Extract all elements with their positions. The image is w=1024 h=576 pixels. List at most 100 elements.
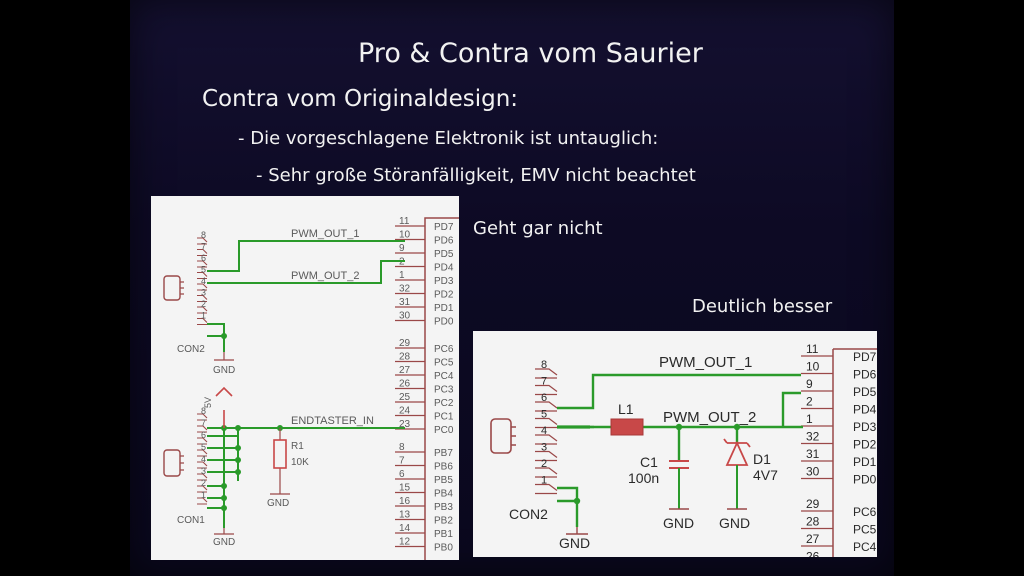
connector-pin-number: 8 (201, 406, 206, 416)
connector-pin (535, 434, 558, 445)
connector-pin (197, 437, 208, 445)
mcu-pin-name: PC5 (434, 358, 454, 369)
connector-pin (197, 283, 208, 291)
connector-pin-number: 2 (201, 478, 206, 488)
connector-pin-number: 6 (201, 430, 206, 440)
mcu-pin-name: PD3 (853, 420, 877, 434)
mcu-pin-number: 29 (806, 497, 820, 511)
connector-pin-number: 1 (201, 490, 206, 500)
mcu-pin-name: PB1 (434, 529, 453, 540)
bullet-2: - Sehr große Störanfälligkeit, EMV nicht… (256, 165, 696, 186)
connector-pin-number: 4 (201, 276, 206, 286)
connector-pin (197, 260, 208, 268)
mcu-pin-name: PC2 (434, 398, 454, 409)
mcu-pin-name: PD0 (434, 317, 454, 328)
mcu-pin-number: 11 (806, 342, 819, 356)
connector-pin-number: 4 (541, 425, 547, 437)
mcu-pin-name: PB5 (434, 475, 453, 486)
mcu-pin-name: PB6 (434, 462, 453, 473)
mcu-pin-name: PC4 (434, 371, 454, 382)
c1-name: C1 (640, 454, 658, 470)
r1-value: 10K (291, 457, 309, 468)
mcu-pin-number: 10 (806, 360, 820, 374)
connector-pin (197, 413, 208, 421)
connector-pin (535, 384, 558, 396)
connector-pin-number: 7 (541, 376, 547, 388)
connector-pin-number: 3 (201, 288, 206, 298)
mcu-pin-name: PD0 (853, 473, 877, 487)
connector-pin (197, 294, 208, 303)
c1-value: 100n (628, 470, 659, 486)
mcu-pin-number: 7 (399, 456, 405, 467)
gnd-label-2: GND (213, 537, 235, 548)
gnd-label-d1: GND (719, 515, 750, 531)
mcu-pin-number: 10 (399, 230, 411, 241)
connector-pin (535, 368, 558, 379)
connector-pin-number: 2 (201, 299, 206, 309)
mcu-pin-name: PD6 (434, 236, 454, 247)
connector-pin-number: 8 (541, 359, 547, 371)
mcu-pin-number: 1 (399, 270, 405, 281)
mcu-pin-number: 30 (806, 465, 820, 479)
d1-value: 4V7 (753, 467, 778, 483)
gnd-label-3: GND (267, 498, 289, 509)
connector-pin-number: 5 (201, 442, 206, 452)
connector-pin (197, 485, 208, 493)
label-bad: Geht gar nicht (473, 218, 603, 239)
mcu-pin-number: 31 (399, 297, 411, 308)
connector-pin-number: 8 (201, 230, 206, 240)
r1-name: R1 (291, 441, 304, 452)
mcu-pin-number: 27 (399, 365, 411, 376)
mcu-pin-name: PC4 (853, 540, 877, 554)
net-pwm2-label: PWM_OUT_2 (663, 409, 756, 426)
connector-pin (535, 417, 558, 429)
net-endtaster-label: ENDTASTER_IN (291, 415, 374, 427)
connector-pin (535, 467, 558, 478)
mcu-pin-name: PB3 (434, 502, 453, 513)
d1-name: D1 (753, 451, 771, 467)
mcu-pin-number: 25 (399, 392, 411, 403)
slide-heading: Contra vom Originaldesign: (202, 86, 519, 112)
mcu-pin-number: 24 (399, 406, 411, 417)
schematic-original-drawing: 1110921323130292827262524238761516131412… (163, 216, 459, 560)
mcu-pin-name: PB7 (434, 448, 453, 459)
con2-label: CON2 (177, 344, 205, 355)
mcu-pin-number: 9 (806, 377, 813, 391)
l1-label: L1 (618, 401, 634, 417)
mcu-pin-number: 8 (399, 442, 405, 453)
bullet-1: - Die vorgeschlagene Elektronik ist unta… (238, 128, 659, 149)
mcu-pin-number: 1 (806, 412, 813, 426)
connector-pin (535, 450, 558, 462)
connector-pin (197, 449, 208, 457)
connector-pin-number: 4 (201, 454, 206, 464)
mcu-pin-name: PD5 (853, 385, 877, 399)
mcu-pin-name: PD2 (853, 438, 877, 452)
mcu-pin-name: PC0 (434, 425, 454, 436)
mcu-pin-number: 11 (399, 216, 410, 227)
connector-pin-number: 3 (201, 466, 206, 476)
connector-pin (197, 425, 208, 433)
connector-pin-number: 3 (541, 442, 547, 454)
mcu-pin-name: PB0 (434, 543, 453, 554)
net-pwm1-label: PWM_OUT_1 (291, 228, 359, 240)
con2-label: CON2 (509, 506, 548, 522)
net-pwm2-label: PWM_OUT_2 (291, 270, 359, 282)
mcu-pin-number: 28 (399, 352, 411, 363)
connector-pin (197, 248, 208, 257)
mcu-pin-number: 6 (399, 469, 405, 480)
connector-pin-number: 7 (201, 242, 206, 252)
mcu-pin-name: PD3 (434, 276, 454, 287)
mcu-pin-number: 12 (399, 537, 411, 548)
con1-label: CON1 (177, 515, 205, 526)
net-pwm1-label: PWM_OUT_1 (659, 354, 752, 371)
supply-5v-label: 5V (203, 397, 213, 408)
mcu-pin-name: PD2 (434, 290, 454, 301)
gnd-label-1: GND (213, 365, 235, 376)
connector-pin (197, 473, 208, 481)
mcu-pin-name: PB4 (434, 489, 453, 500)
mcu-pin-number: 31 (806, 447, 820, 461)
mcu-pin-name: PC3 (434, 385, 454, 396)
connector-pin-number: 6 (201, 253, 206, 263)
